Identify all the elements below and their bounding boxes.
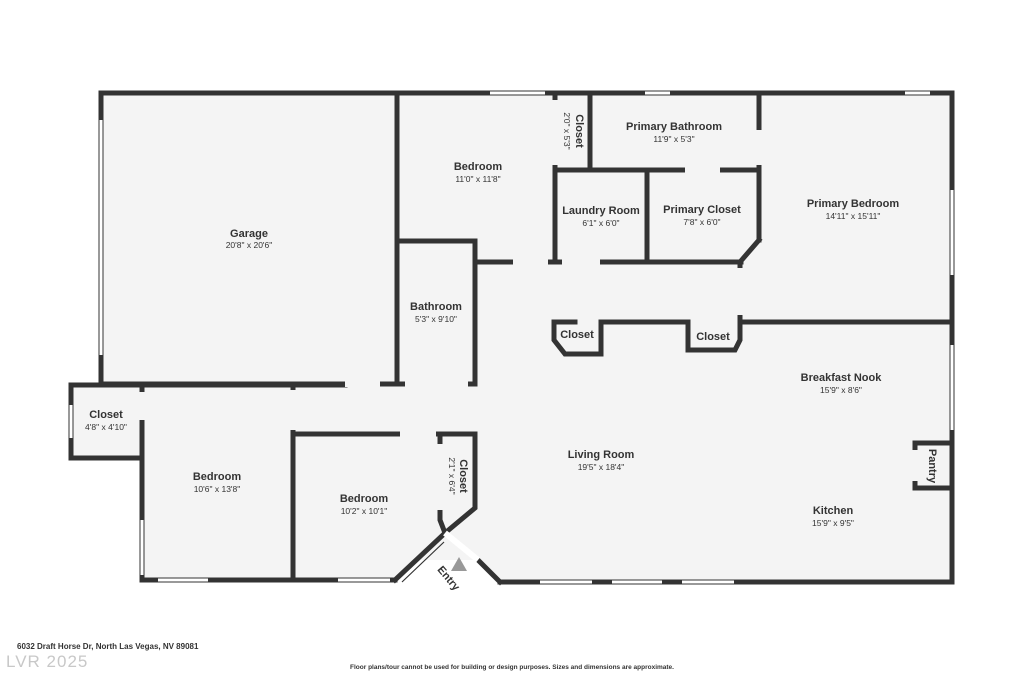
closet-hall-1-name: Closet — [560, 329, 594, 341]
bedroom-left-dim: 10'6" x 13'8" — [194, 484, 241, 494]
garage-name: Garage — [230, 228, 268, 240]
bedroom-left-name: Bedroom — [193, 471, 242, 483]
closet-mid-name: Closet — [457, 459, 469, 493]
primary-closet-wall — [685, 236, 763, 353]
closet-top-dim: 2'0" x 5'3" — [562, 112, 572, 149]
room-labels: Garage 20'8" x 20'6" Bedroom 11'0" x 11'… — [85, 112, 938, 594]
closet-left-dim: 4'8" x 4'10" — [85, 422, 127, 432]
primary-closet-dim: 7'8" x 6'0" — [683, 217, 720, 227]
disclaimer-note: Floor plans/tour cannot be used for buil… — [350, 664, 674, 671]
laundry-room-name: Laundry Room — [562, 205, 640, 217]
bathroom-dim: 5'3" x 9'10" — [415, 314, 457, 324]
living-room-name: Living Room — [568, 449, 635, 461]
entry-arrow-icon — [451, 557, 467, 571]
pantry-name: Pantry — [926, 449, 938, 484]
closet-mid-dim: 2'1" x 6'4" — [447, 457, 457, 494]
entry-door[interactable] — [396, 530, 480, 583]
bedroom-top-name: Bedroom — [454, 161, 503, 173]
garage-dim: 20'8" x 20'6" — [226, 240, 273, 250]
windows — [69, 91, 954, 584]
primary-bedroom-name: Primary Bedroom — [807, 198, 900, 210]
kitchen-name: Kitchen — [813, 505, 854, 517]
primary-bathroom-dim: 11'9" x 5'3" — [653, 134, 694, 144]
primary-bedroom-dim: 14'11" x 15'11" — [826, 211, 881, 221]
bathroom-name: Bathroom — [410, 301, 462, 313]
kitchen-dim: 15'9" x 9'5" — [812, 518, 854, 528]
bedroom-mid-dim: 10'2" x 10'1" — [341, 506, 388, 516]
laundry-room-dim: 6'1" x 6'0" — [582, 218, 619, 228]
closet-top-name: Closet — [573, 114, 585, 148]
bedroom-mid-name: Bedroom — [340, 493, 389, 505]
property-address: 6032 Draft Horse Dr, North Las Vegas, NV… — [17, 642, 199, 651]
mls-watermark: LVR 2025 — [6, 652, 89, 671]
primary-bathroom-name: Primary Bathroom — [626, 121, 722, 133]
closet-left-name: Closet — [89, 409, 123, 421]
primary-closet-name: Primary Closet — [663, 204, 741, 216]
hall-closet-1-wall — [551, 319, 691, 357]
breakfast-nook-dim: 15'9" x 8'6" — [820, 385, 862, 395]
doorways — [139, 100, 918, 510]
closet-hall-2-name: Closet — [696, 331, 730, 343]
breakfast-nook-name: Breakfast Nook — [801, 372, 883, 384]
exterior-wall-lower — [474, 556, 504, 586]
bedroom-top-dim: 11'0" x 11'8" — [455, 174, 500, 184]
living-room-dim: 19'5" x 18'4" — [578, 462, 625, 472]
